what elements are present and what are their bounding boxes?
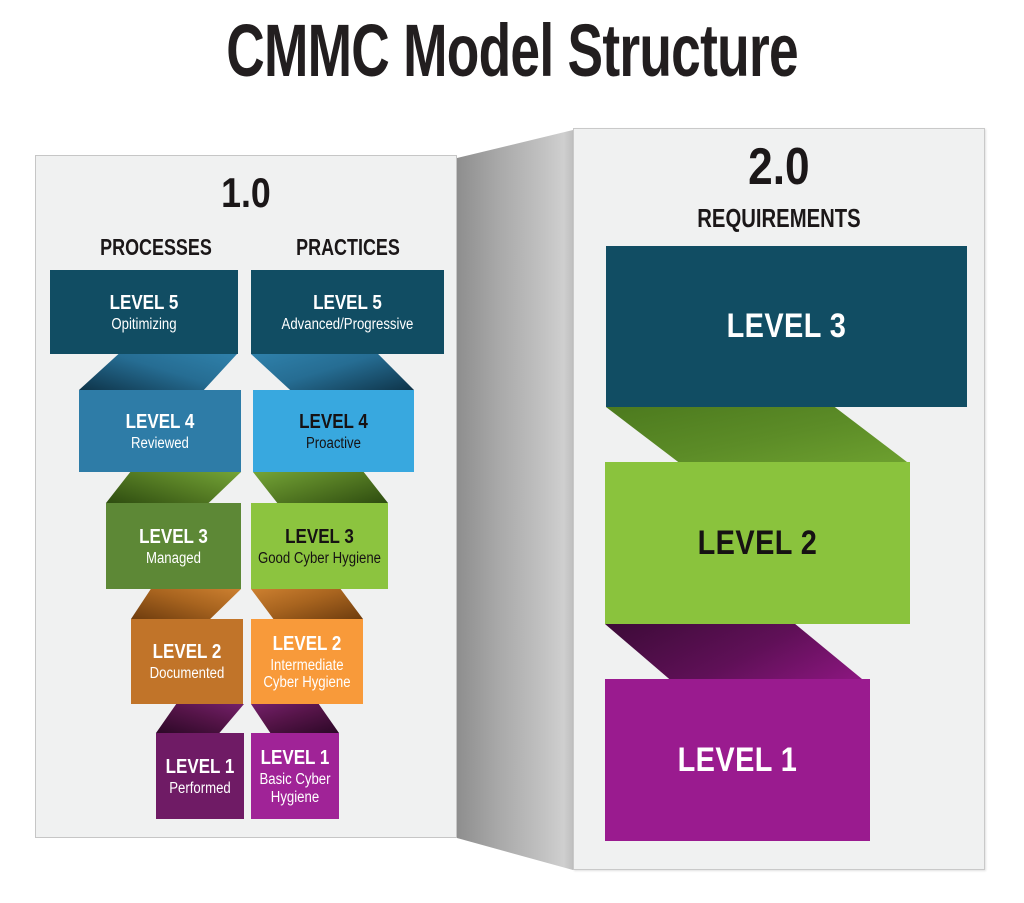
ribbon-fold bbox=[156, 704, 244, 733]
level-name: LEVEL 1 bbox=[165, 755, 235, 778]
ribbon-fold bbox=[79, 354, 237, 390]
level-name: LEVEL 4 bbox=[125, 410, 195, 433]
requirements-level-3-box: LEVEL 3 bbox=[606, 246, 967, 407]
ribbon-fold bbox=[606, 407, 907, 462]
level-subtitle: Advanced/Progressive bbox=[281, 315, 414, 333]
processes-level-3-box: LEVEL 3 Managed bbox=[106, 503, 241, 589]
processes-level-5-box: LEVEL 5 Opitimizing bbox=[50, 270, 238, 354]
ribbon-fold bbox=[253, 472, 388, 503]
practices-level-3-box: LEVEL 3 Good Cyber Hygiene bbox=[251, 503, 388, 589]
practices-level-1-box: LEVEL 1 Basic Cyber Hygiene bbox=[251, 733, 339, 819]
level-subtitle: Proactive bbox=[305, 434, 361, 452]
processes-level-2-box: LEVEL 2 Documented bbox=[131, 619, 243, 704]
level-name: LEVEL 5 bbox=[109, 291, 179, 314]
requirements-header: REQUIREMENTS bbox=[697, 203, 861, 233]
level-subtitle: Performed bbox=[169, 779, 231, 797]
level-subtitle: Basic Cyber Hygiene bbox=[259, 771, 331, 806]
ribbon-fold bbox=[106, 472, 241, 503]
level-name: LEVEL 4 bbox=[299, 410, 368, 433]
column-header-practices: PRACTICES bbox=[296, 234, 400, 260]
level-subtitle: Documented bbox=[149, 665, 225, 683]
processes-level-4-box: LEVEL 4 Reviewed bbox=[79, 390, 241, 472]
requirements-level-1-box: LEVEL 1 bbox=[605, 679, 870, 841]
ribbon-fold bbox=[251, 589, 363, 619]
level-name: LEVEL 2 bbox=[152, 641, 222, 664]
page-title: CMMC Model Structure bbox=[0, 14, 1024, 88]
level-name: LEVEL 5 bbox=[313, 291, 382, 314]
practices-level-4-box: LEVEL 4 Proactive bbox=[253, 390, 414, 472]
practices-level-2-box: LEVEL 2 Intermediate Cyber Hygiene bbox=[251, 619, 363, 704]
page-title-text: CMMC Model Structure bbox=[226, 9, 798, 92]
panel-version-1: 1.0 PROCESSES PRACTICES LEVEL 5 Opitimiz… bbox=[35, 155, 457, 838]
level-name: LEVEL 1 bbox=[677, 740, 798, 779]
level-name: LEVEL 1 bbox=[260, 747, 330, 770]
level-subtitle: Managed bbox=[145, 549, 201, 567]
level-name: LEVEL 2 bbox=[272, 632, 342, 655]
level-name: LEVEL 3 bbox=[139, 525, 208, 548]
level-subtitle: Intermediate Cyber Hygiene bbox=[263, 656, 351, 691]
ribbon-fold bbox=[251, 354, 414, 390]
level-subtitle: Opitimizing bbox=[111, 315, 177, 333]
ribbon-fold bbox=[131, 589, 241, 619]
processes-level-1-box: LEVEL 1 Performed bbox=[156, 733, 244, 819]
version-2-label: 2.0 bbox=[748, 138, 810, 196]
panel-spine-3d-edge bbox=[457, 130, 573, 870]
level-subtitle: Good Cyber Hygiene bbox=[257, 549, 381, 567]
version-1-label: 1.0 bbox=[221, 169, 271, 216]
practices-level-5-box: LEVEL 5 Advanced/Progressive bbox=[251, 270, 444, 354]
level-subtitle: Reviewed bbox=[131, 434, 189, 452]
level-name: LEVEL 3 bbox=[285, 525, 354, 548]
level-name: LEVEL 3 bbox=[726, 307, 847, 346]
ribbon-fold bbox=[251, 704, 339, 733]
panel-version-2: 2.0 REQUIREMENTS LEVEL 3 LEVEL 2 LEVEL 1 bbox=[573, 128, 985, 870]
ribbon-fold bbox=[605, 624, 862, 679]
requirements-level-2-box: LEVEL 2 bbox=[605, 462, 910, 624]
column-header-processes: PROCESSES bbox=[100, 234, 212, 260]
level-name: LEVEL 2 bbox=[697, 523, 818, 562]
